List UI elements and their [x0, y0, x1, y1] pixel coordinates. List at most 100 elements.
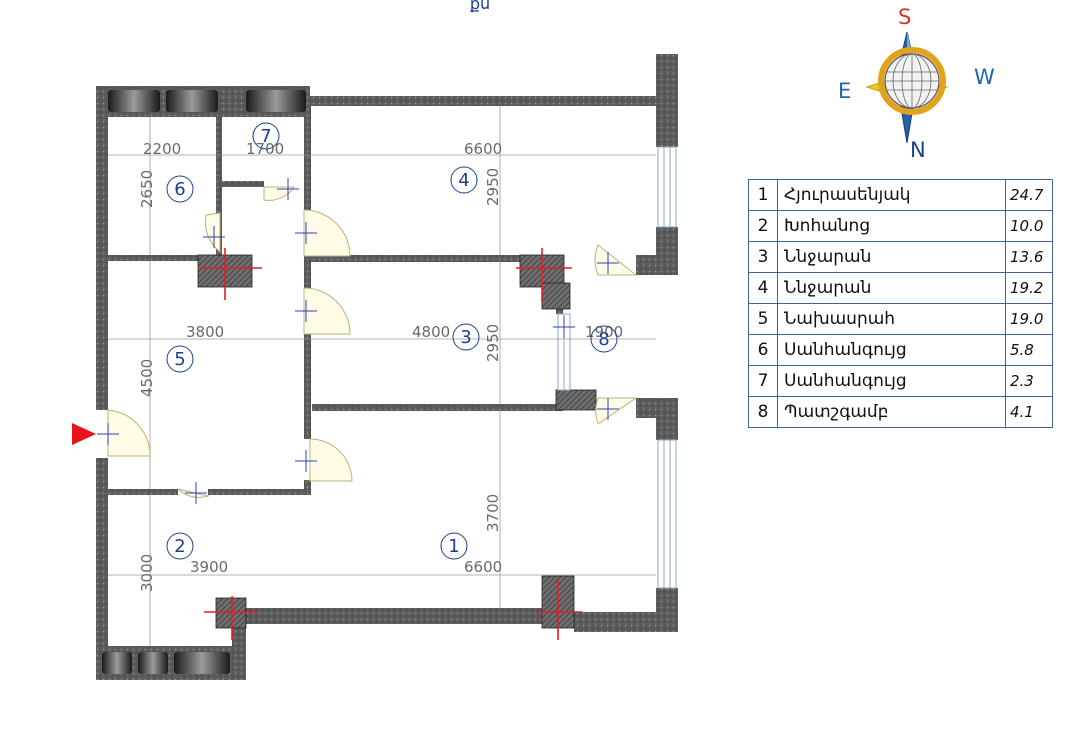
wall-corridor-left-bottom — [304, 480, 311, 495]
legend-area: 24.7 — [1005, 179, 1053, 211]
legend-room-name: Խոհանոց — [777, 210, 1006, 242]
room-number: 3 — [460, 327, 471, 348]
column-kitchen — [215, 597, 247, 629]
door-swing — [204, 212, 221, 254]
outer-wall-bottom-right — [574, 612, 678, 632]
door-swing-balcony — [594, 244, 638, 276]
dim-label: 4500 — [138, 359, 156, 397]
vent-block — [108, 90, 160, 112]
dim-label: 2200 — [143, 140, 181, 158]
vent-block — [102, 652, 132, 674]
legend-number: 7 — [748, 365, 778, 397]
vent-block — [138, 652, 168, 674]
light-points — [97, 178, 619, 504]
room-number: 2 — [174, 536, 185, 557]
wall-corridor-left-mid — [304, 262, 311, 288]
legend-room-name: Հյուրասենյակ — [777, 179, 1006, 211]
dim-label: 6600 — [464, 140, 502, 158]
wall-bed3-bottom — [312, 404, 558, 411]
compass-label-n: N — [910, 138, 926, 162]
door-swing — [263, 186, 295, 201]
door-swing-balcony — [595, 397, 638, 425]
windows — [557, 146, 677, 589]
room-number: 8 — [598, 329, 609, 350]
structural-columns — [197, 254, 597, 629]
room-numbers: 7 6 4 5 3 8 2 1 — [174, 126, 609, 557]
room-number: 4 — [458, 170, 469, 191]
legend-number: 3 — [748, 241, 778, 273]
dim-label: 3000 — [138, 554, 156, 592]
legend-number: 2 — [748, 210, 778, 242]
entrance-arrow-icon — [72, 423, 96, 445]
dim-label: 2950 — [484, 168, 502, 206]
legend-area: 4.1 — [1005, 396, 1053, 428]
window-bedroom4 — [657, 146, 677, 228]
legend-room-name: Սանհանգույց — [777, 365, 1006, 397]
room-number: 7 — [260, 126, 271, 147]
legend-number: 6 — [748, 334, 778, 366]
outer-wall-bottom-left — [246, 608, 542, 624]
legend-number: 5 — [748, 303, 778, 335]
plan-top-label: քս — [469, 0, 491, 13]
vent-blocks — [102, 90, 306, 674]
window-living — [657, 439, 677, 589]
compass-icon: S E W N — [838, 5, 995, 162]
wall-ledge-right-mid2 — [636, 398, 678, 418]
legend-area: 2.3 — [1005, 365, 1053, 397]
wall-kitchen-top-left — [108, 489, 178, 495]
legend-room-name: Ննջարան — [777, 241, 1006, 273]
door-swing-entrance — [107, 409, 151, 457]
legend-area: 10.0 — [1005, 210, 1053, 242]
wall-corridor-left-low — [304, 331, 311, 439]
vent-block — [166, 90, 218, 112]
dim-label: 1900 — [585, 323, 623, 341]
dim-label: 6600 — [464, 558, 502, 576]
column-bed-lower — [555, 389, 597, 411]
dim-label: 3700 — [484, 494, 502, 532]
outer-wall-top — [310, 96, 656, 106]
dim-label: 2650 — [138, 170, 156, 208]
legend-room-name: Նախասրահ — [777, 303, 1006, 335]
wall-bath6-bottom — [108, 255, 198, 261]
wall-column-right-top — [656, 54, 678, 147]
door-swing — [303, 287, 351, 335]
legend-room-name: Սանհանգույց — [777, 334, 1006, 366]
dim-label: 3900 — [190, 558, 228, 576]
room-number: 6 — [174, 179, 185, 200]
legend-room-name: Ննջարան — [777, 272, 1006, 304]
room-number: 1 — [448, 536, 459, 557]
legend-number: 8 — [748, 396, 778, 428]
vent-block — [246, 90, 306, 112]
column-bed-upper-2 — [541, 282, 571, 310]
compass-label-e: E — [838, 79, 851, 103]
wall-ledge-right-mid1 — [636, 255, 678, 275]
dim-label: 3800 — [186, 323, 224, 341]
door-swing — [309, 438, 353, 482]
room-number: 5 — [174, 349, 185, 370]
legend-number: 4 — [748, 272, 778, 304]
legend-area: 19.0 — [1005, 303, 1053, 335]
room-markers — [166, 122, 618, 560]
outer-wall-left-top — [96, 86, 108, 410]
wall-bath6-right — [216, 117, 222, 255]
legend-number: 1 — [748, 179, 778, 211]
outer-wall-left-bottom — [96, 458, 108, 680]
compass-label-w: W — [974, 65, 995, 89]
legend-area: 19.2 — [1005, 272, 1053, 304]
wall-kitchen-top-right — [208, 489, 310, 495]
dimension-labels: 2200 1700 6600 2650 2950 3800 4800 2950 … — [138, 140, 623, 592]
legend-room-name: Պատշգամբ — [777, 396, 1006, 428]
wall-bath7-bottom — [220, 181, 264, 187]
vent-block — [174, 652, 230, 674]
legend-area: 5.8 — [1005, 334, 1053, 366]
